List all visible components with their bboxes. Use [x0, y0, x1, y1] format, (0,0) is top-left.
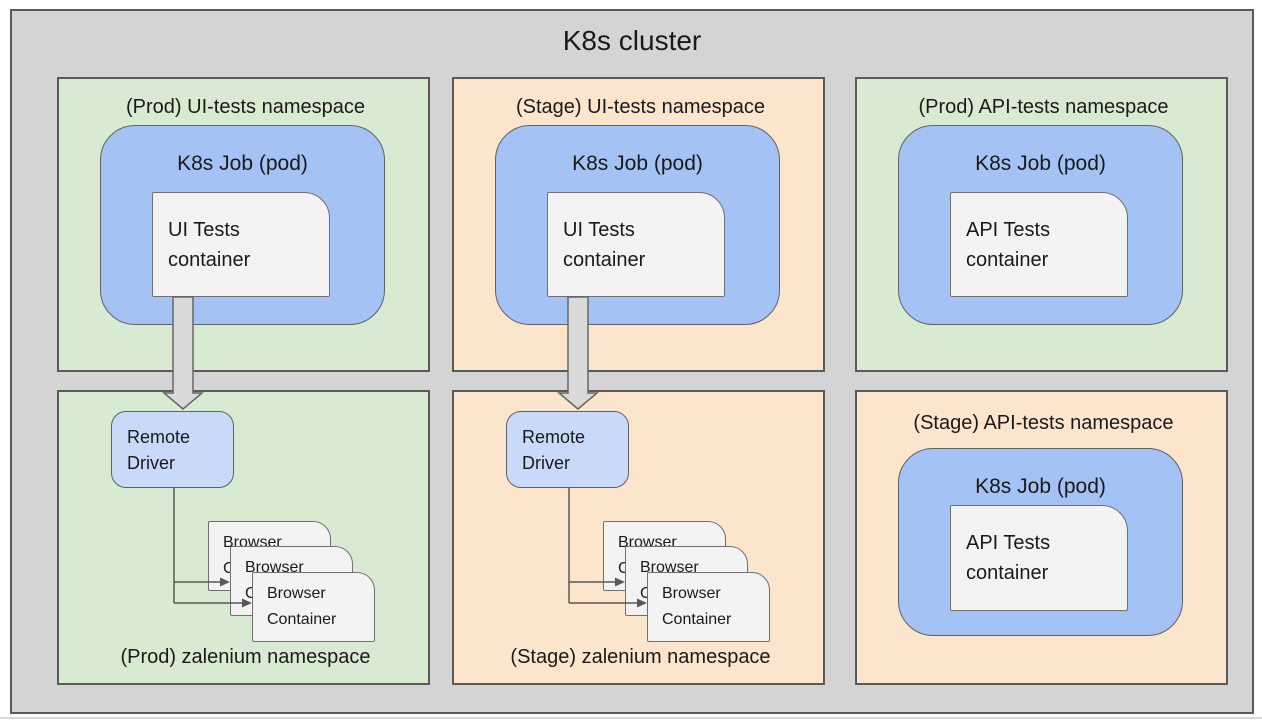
diagram-title: K8s cluster — [562, 25, 702, 56]
container-label: API Tests container — [966, 218, 1051, 271]
pod-title: K8s Job (pod) — [572, 152, 703, 175]
namespace-label: (Prod) API-tests namespace — [918, 96, 1169, 118]
k8s-cluster-box: K8s cluster (Prod) UI-tests namespace K8… — [10, 9, 1254, 714]
driver-label: Remote Driver — [522, 426, 586, 473]
container-label: UI Tests container — [168, 218, 251, 271]
remote-driver-stage: Remote Driver — [506, 411, 629, 488]
remote-driver-prod: Remote Driver — [111, 411, 234, 488]
namespace-label: (Prod) UI-tests namespace — [126, 96, 365, 118]
api-tests-container-prod: API Tests container — [950, 192, 1128, 297]
pod-title: K8s Job (pod) — [975, 152, 1106, 175]
driver-label: Remote Driver — [127, 426, 191, 473]
browser-container-stage-front: Browser Container — [647, 572, 770, 642]
container-label: UI Tests container — [563, 218, 646, 271]
browser-label: Browser Container — [662, 585, 732, 628]
window-bottom-edge — [0, 717, 1262, 719]
pod-title: K8s Job (pod) — [975, 475, 1106, 498]
browser-label: Browser Container — [267, 585, 337, 628]
namespace-label: (Prod) zalenium namespace — [120, 646, 371, 668]
pod-title: K8s Job (pod) — [177, 152, 308, 175]
container-label: API Tests container — [966, 532, 1051, 584]
browser-container-prod-front: Browser Container — [252, 572, 375, 642]
ui-tests-container-stage: UI Tests container — [547, 192, 725, 297]
namespace-label: (Stage) zalenium namespace — [510, 646, 771, 668]
namespace-label: (Stage) API-tests namespace — [913, 412, 1174, 434]
namespace-label: (Stage) UI-tests namespace — [516, 96, 765, 118]
api-tests-container-stage: API Tests container — [950, 505, 1128, 611]
ui-tests-container-prod: UI Tests container — [152, 192, 330, 297]
